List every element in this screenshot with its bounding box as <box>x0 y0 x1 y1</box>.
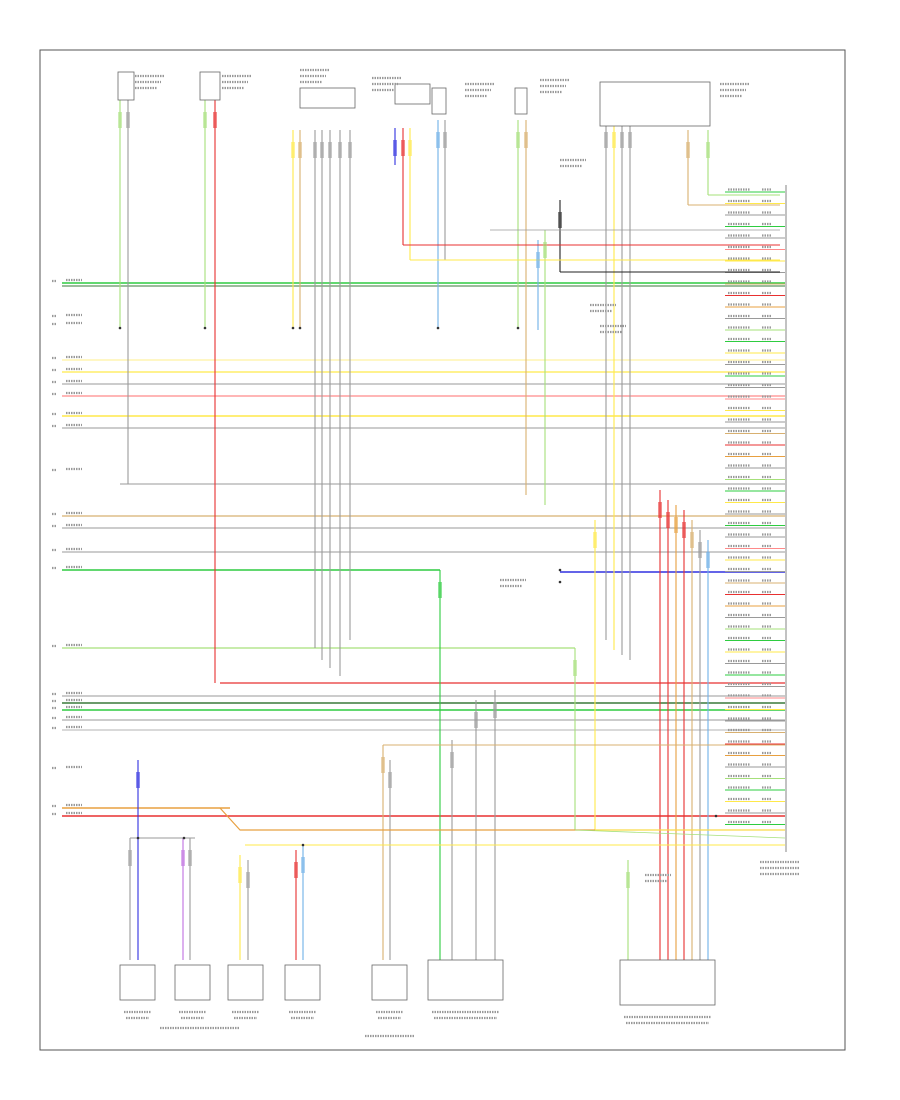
splice-dot-11 <box>714 814 718 818</box>
component-layer <box>117 71 787 1006</box>
wire-color-code-36 <box>388 772 392 788</box>
wire-color-code-30 <box>188 850 192 866</box>
bottom-component-2 <box>227 964 264 1001</box>
wire-color-code-26 <box>536 252 540 268</box>
bottom-component-0 <box>119 964 156 1001</box>
wire-color-code-12 <box>401 140 405 156</box>
wire-color-code-40 <box>493 702 497 718</box>
wire-color-code-6 <box>313 142 317 158</box>
wire-layer <box>62 100 786 960</box>
bottom-component-4 <box>371 964 408 1001</box>
wire-color-code-2 <box>203 112 207 128</box>
wire-color-code-35 <box>381 757 385 773</box>
splice-dot-9 <box>558 568 562 572</box>
wire-color-code-13 <box>408 140 412 156</box>
wire-color-code-18 <box>604 132 608 148</box>
top-component-3 <box>394 83 431 105</box>
wire-color-code-20 <box>620 132 624 148</box>
top-component-6 <box>599 81 711 127</box>
diagram-frame <box>39 49 846 1051</box>
top-component-2 <box>299 87 356 109</box>
wire-color-code-32 <box>246 872 250 888</box>
wire-color-code-5 <box>298 142 302 158</box>
wire-color-code-24 <box>558 212 562 228</box>
wire-color-code-9 <box>338 142 342 158</box>
wire-color-code-31 <box>238 867 242 883</box>
wire-color-code-39 <box>474 712 478 728</box>
wire-color-code-3 <box>213 112 217 128</box>
wire-color-code-37 <box>438 582 442 598</box>
splice-dot-8 <box>136 836 140 840</box>
wire-color-code-4 <box>291 142 295 158</box>
wire-color-code-28 <box>136 772 140 788</box>
splice-dot-10 <box>558 580 562 584</box>
wire-color-code-47 <box>698 542 702 558</box>
bottom-component-3 <box>284 964 321 1001</box>
wire-color-code-43 <box>666 512 670 528</box>
splice-dot-6 <box>182 836 186 840</box>
wire-color-code-1 <box>126 112 130 128</box>
wire-color-code-33 <box>294 862 298 878</box>
splice-dot-7 <box>301 843 305 847</box>
wire-color-code-50 <box>593 532 597 548</box>
wire-color-code-8 <box>328 142 332 158</box>
wire-color-code-42 <box>658 502 662 518</box>
wire-color-code-0 <box>118 112 122 128</box>
top-component-0 <box>117 71 135 101</box>
wire-color-code-38 <box>450 752 454 768</box>
bottom-component-1 <box>174 964 211 1001</box>
wire-color-code-21 <box>628 132 632 148</box>
cross-link-11 <box>574 829 786 839</box>
splice-dot-0 <box>118 326 122 330</box>
bottom-component-6 <box>619 959 716 1006</box>
wire-color-code-16 <box>516 132 520 148</box>
wire-color-code-29 <box>181 850 185 866</box>
splice-dot-2 <box>291 326 295 330</box>
wire-color-code-34 <box>301 857 305 873</box>
top-component-4 <box>431 87 447 115</box>
wire-color-code-15 <box>443 132 447 148</box>
wire-color-code-41 <box>626 872 630 888</box>
top-component-1 <box>199 71 221 101</box>
wire-color-code-49 <box>573 660 577 676</box>
wire-color-code-7 <box>320 142 324 158</box>
label-layer <box>52 68 800 1038</box>
wire-color-code-19 <box>612 132 616 148</box>
splice-dot-5 <box>516 326 520 330</box>
splice-dot-3 <box>298 326 302 330</box>
wire-color-code-46 <box>690 532 694 548</box>
wire-color-code-10 <box>348 142 352 158</box>
wire-color-code-11 <box>393 140 397 156</box>
bottom-component-5 <box>427 959 504 1001</box>
wire-color-code-27 <box>128 850 132 866</box>
wire-color-code-25 <box>543 242 547 258</box>
wire-color-code-45 <box>682 522 686 538</box>
wire-color-code-23 <box>706 142 710 158</box>
wire-color-code-14 <box>436 132 440 148</box>
wire-color-code-17 <box>524 132 528 148</box>
top-component-5 <box>514 87 528 115</box>
wire-color-code-44 <box>674 517 678 533</box>
wire-color-code-22 <box>686 142 690 158</box>
splice-dot-1 <box>203 326 207 330</box>
splice-dot-4 <box>436 326 440 330</box>
wire-color-code-48 <box>706 552 710 568</box>
